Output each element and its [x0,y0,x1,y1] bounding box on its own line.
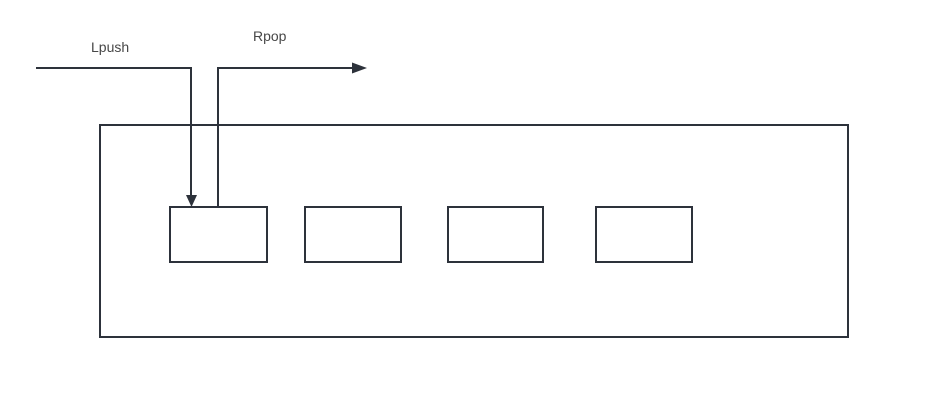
list-item-3 [447,206,544,263]
list-container [99,124,849,338]
lpush-label: Lpush [91,39,130,55]
list-item-4 [595,206,693,263]
list-item-1 [169,206,268,263]
rpop-label: Rpop [253,28,287,44]
list-item-2 [304,206,402,263]
